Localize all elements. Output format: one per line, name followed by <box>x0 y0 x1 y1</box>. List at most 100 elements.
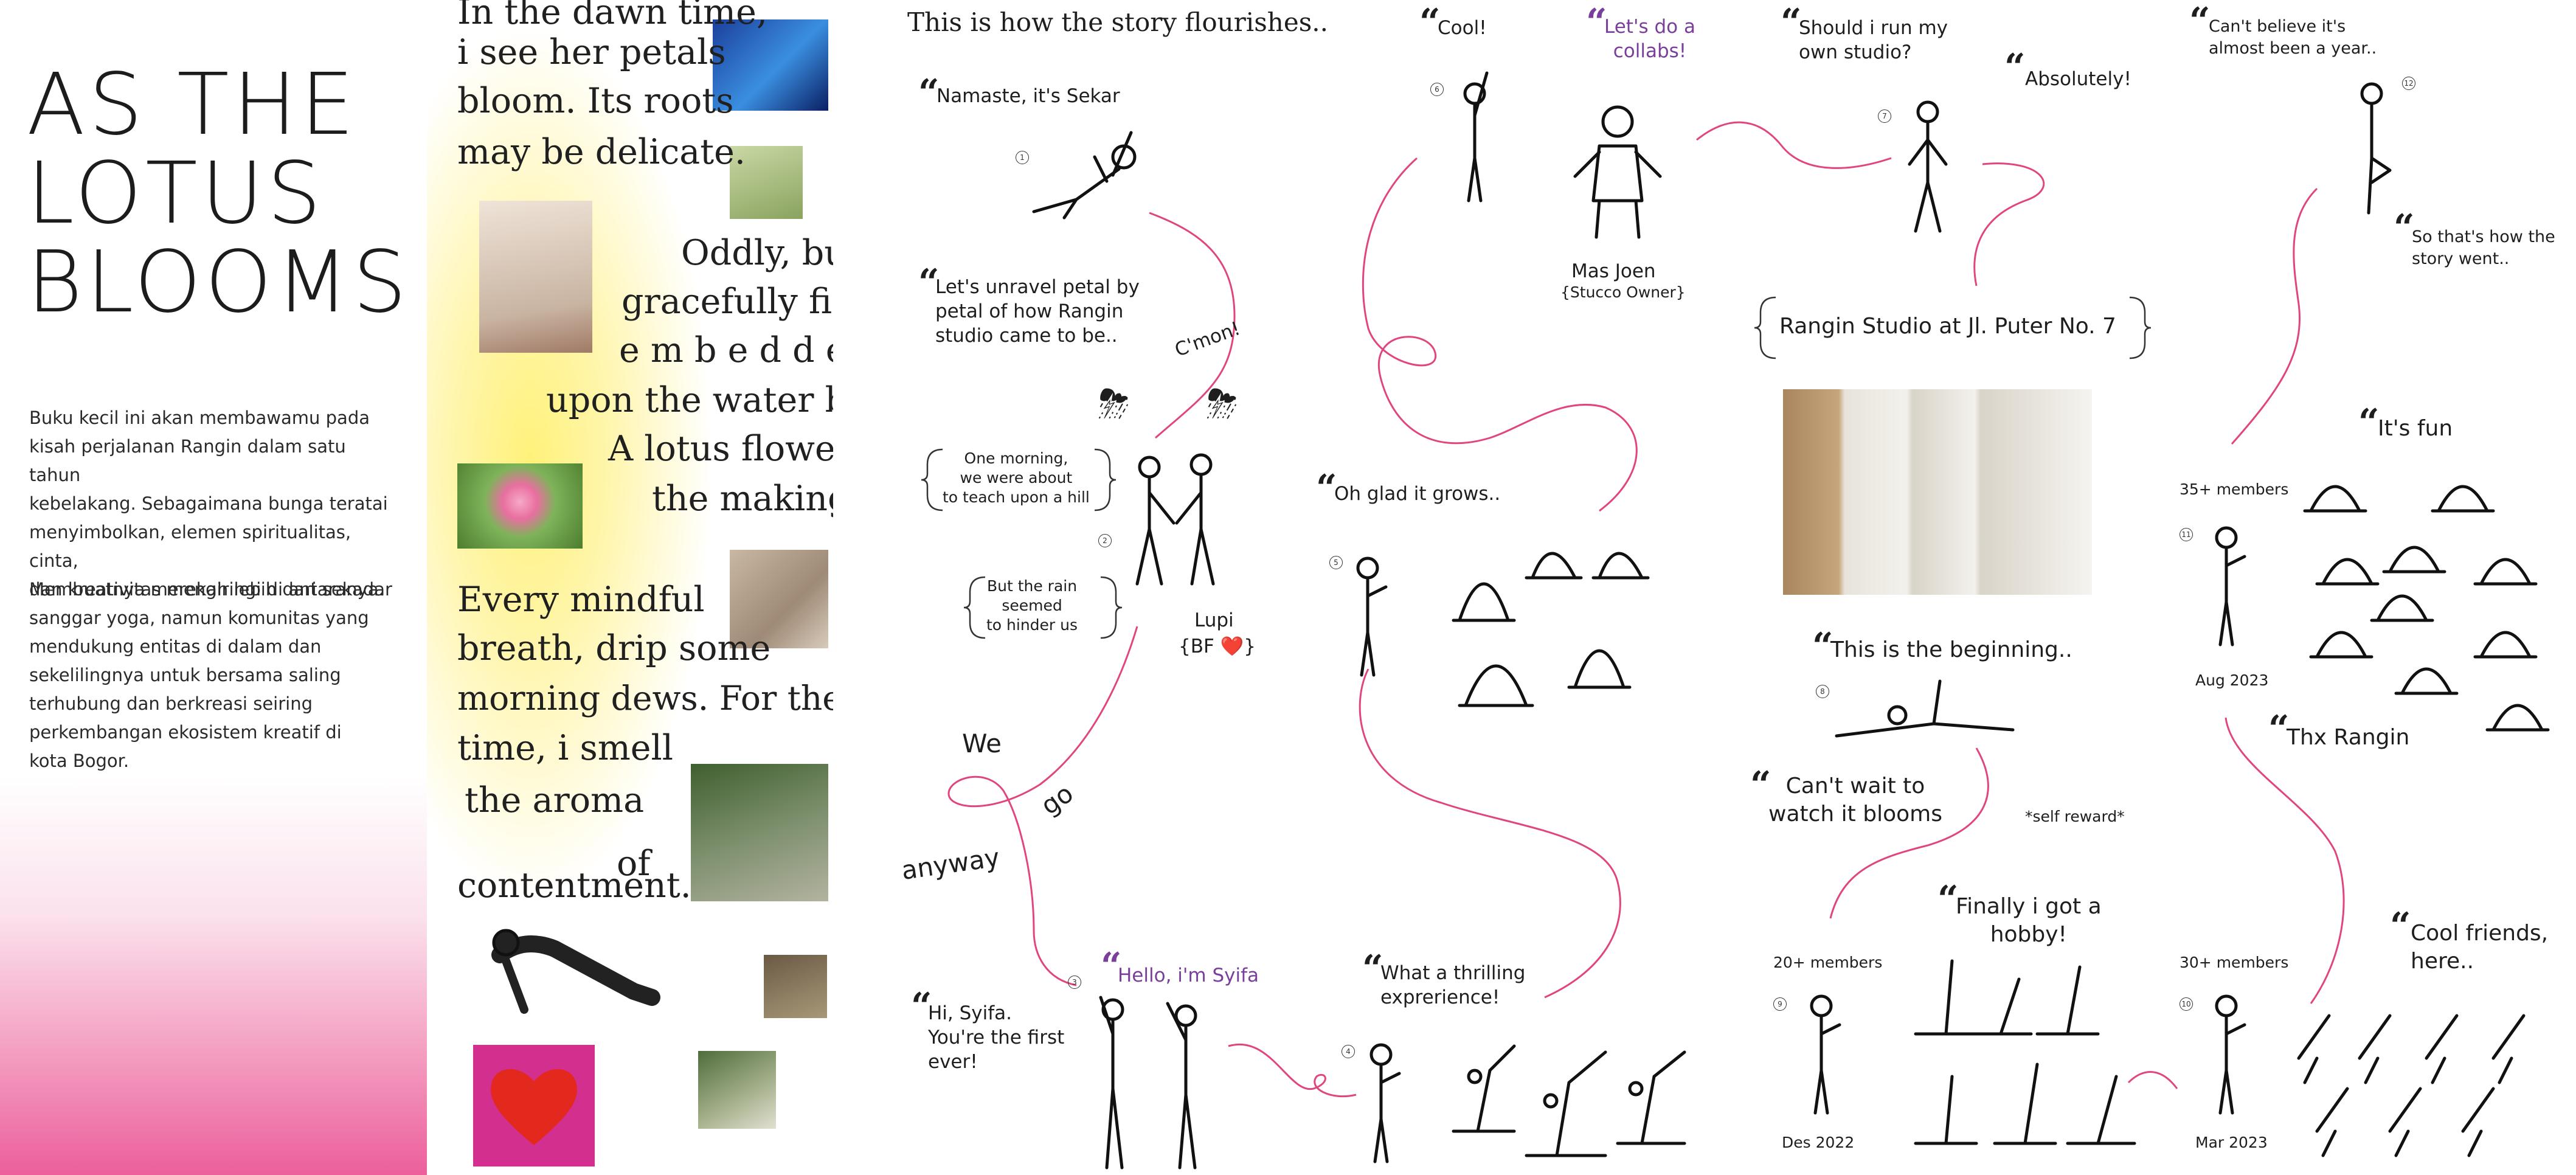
intro-paragraph-2: Membuatnya merekah lebih dari sekadar sa… <box>29 575 400 775</box>
speech-line: here.. <box>2411 949 2474 974</box>
speech-line: petal of how Rangin <box>935 300 1124 322</box>
intro-line: Buku kecil ini akan membawamu pada <box>29 407 370 428</box>
sekar-figure <box>2215 994 2246 1115</box>
quote-mark: “ <box>2189 0 2211 43</box>
speech-absolutely: Absolutely! <box>2025 68 2131 90</box>
speech-line: Should i run my <box>1799 17 1948 39</box>
caption-line: we were about <box>960 469 1073 487</box>
quote-mark: “ <box>1316 467 1337 510</box>
speech-thx-rangin: Thx Rangin <box>2287 725 2410 750</box>
caption-line: One morning, <box>964 449 1068 467</box>
speech-line: story went.. <box>2412 249 2510 268</box>
poem-line: e m b e d d e d <box>619 330 833 370</box>
speech-hello-syifa: Hello, i'm Syifa <box>1118 965 1259 986</box>
caption-line: to teach upon a hill <box>943 488 1090 506</box>
speech-thats-how: So that's how the story went.. <box>2412 226 2555 270</box>
sekar-pose-figure <box>1032 131 1137 220</box>
speech-almost-year: Can't believe it's almost been a year.. <box>2209 16 2377 60</box>
speech-namaste: Namaste, it's Sekar <box>937 85 1120 107</box>
speech-its-fun: It's fun <box>2378 416 2453 441</box>
sekar-figure <box>1369 1043 1401 1163</box>
speech-line: Can't wait to <box>1785 774 1925 799</box>
photo-blue-pose <box>713 19 828 111</box>
story-heading: This is how the story flourishes.. <box>907 7 1328 37</box>
step-number: 4 <box>1342 1045 1355 1058</box>
brace-right <box>1100 576 1123 639</box>
speech-cool-friends: Cool friends, here.. <box>2411 920 2548 976</box>
step-number: 2 <box>1098 534 1112 547</box>
word-we: We <box>962 729 1002 758</box>
poem-line: upon the water bed. <box>546 380 833 420</box>
intro-line: Membuatnya merekah lebih dari sekadar <box>29 579 392 600</box>
tree-pose-figure <box>2360 82 2392 215</box>
step-number: 8 <box>1816 685 1829 698</box>
photo-meditation <box>730 146 803 219</box>
step-number: 7 <box>1878 109 1891 123</box>
photo-heart-pose <box>473 1045 595 1166</box>
standing-pose-group <box>1914 959 2136 1145</box>
rain-cloud-icon: ⛈ <box>1207 382 1238 427</box>
label-self-reward: *self reward* <box>2025 808 2125 825</box>
intro-panel: AS THE LOTUS BLOOMS Buku kecil ini akan … <box>0 0 427 1175</box>
label-mas-joen: Mas Joen <box>1571 260 1656 282</box>
quote-mark: “ <box>1362 948 1383 990</box>
quote-mark: “ <box>2004 46 2026 89</box>
sekar-figure <box>1356 556 1388 677</box>
quote-mark: “ <box>918 72 940 114</box>
intro-line: mendukung entitas di dalam dan <box>29 636 322 657</box>
caption-line: seemed <box>1002 597 1062 614</box>
speech-line: You're the first <box>928 1027 1065 1048</box>
intro-line: kebelakang. Sebagaimana bunga teratai <box>29 493 388 514</box>
milestone-members: 35+ members <box>2180 480 2289 498</box>
speech-line: What a thrilling <box>1380 962 1526 984</box>
brace-right <box>1094 448 1117 511</box>
poem-line: A lotus flower in <box>608 429 833 469</box>
photo-lotus <box>457 463 583 549</box>
photo-skin-texture <box>730 550 828 648</box>
step-number: 1 <box>1016 151 1029 164</box>
couple-figure <box>1135 453 1215 586</box>
mas-joen-figure <box>1573 105 1662 239</box>
speech-line: Hi, Syifa. <box>928 1002 1013 1024</box>
speech-line: ever! <box>928 1051 978 1073</box>
poem-line: time, i smell <box>457 728 673 768</box>
quote-mark: “ <box>1101 945 1122 988</box>
speech-beginning: This is the beginning.. <box>1830 637 2072 662</box>
dancer-pose-group <box>1452 1044 1686 1157</box>
quote-mark: “ <box>2358 401 2380 444</box>
wheel-pose-group <box>1452 552 1650 707</box>
speech-line: own studio? <box>1799 41 1912 63</box>
crow-pose-group <box>2303 485 2550 732</box>
speech-line: Let's unravel petal by <box>935 276 1140 298</box>
title-line: BLOOMS <box>27 233 410 332</box>
step-number: 11 <box>2180 528 2193 541</box>
intro-line: kota Bogor. <box>29 750 130 771</box>
speech-cool: Cool! <box>1438 17 1487 39</box>
speech-line: hobby! <box>1990 922 2067 947</box>
speech-unravel: Let's unravel petal by petal of how Rang… <box>935 275 1140 348</box>
journey-path <box>947 121 2345 1098</box>
speech-glad: Oh glad it grows.. <box>1334 483 1501 505</box>
poem-line: gracefully firm <box>621 282 833 322</box>
brace-left <box>921 448 943 511</box>
quote-mark: “ <box>1750 764 1771 806</box>
intro-line: perkembangan ekosistem kreatif di <box>29 722 342 743</box>
speech-own-studio: Should i run my own studio? <box>1799 16 1948 64</box>
speech-collabs: Let's do a collabs! <box>1604 15 1695 63</box>
poem-line: i see her petals <box>457 32 726 72</box>
speech-line: Can't believe it's <box>2209 17 2346 36</box>
reverse-plank-figure <box>491 929 660 1014</box>
quote-mark: “ <box>1586 1 1607 44</box>
photo-group-small <box>764 955 827 1018</box>
poem-line: breath, drip some <box>457 628 771 668</box>
quote-mark: “ <box>1419 1 1441 44</box>
speech-thrilling: What a thrilling exprerience! <box>1380 961 1525 1010</box>
side-plank-figure <box>1835 679 2015 738</box>
caption-line: But the rain <box>986 577 1078 595</box>
poem-line: Oddly, but <box>681 233 833 273</box>
caption-rain: But the rain seemed to hinder us <box>986 577 1078 635</box>
poem-panel: In the dawn time, i see her petals bloom… <box>427 0 833 1175</box>
photo-outdoor-class <box>691 764 828 901</box>
speech-line: almost been a year.. <box>2209 39 2377 58</box>
title-line: AS THE <box>27 55 358 154</box>
